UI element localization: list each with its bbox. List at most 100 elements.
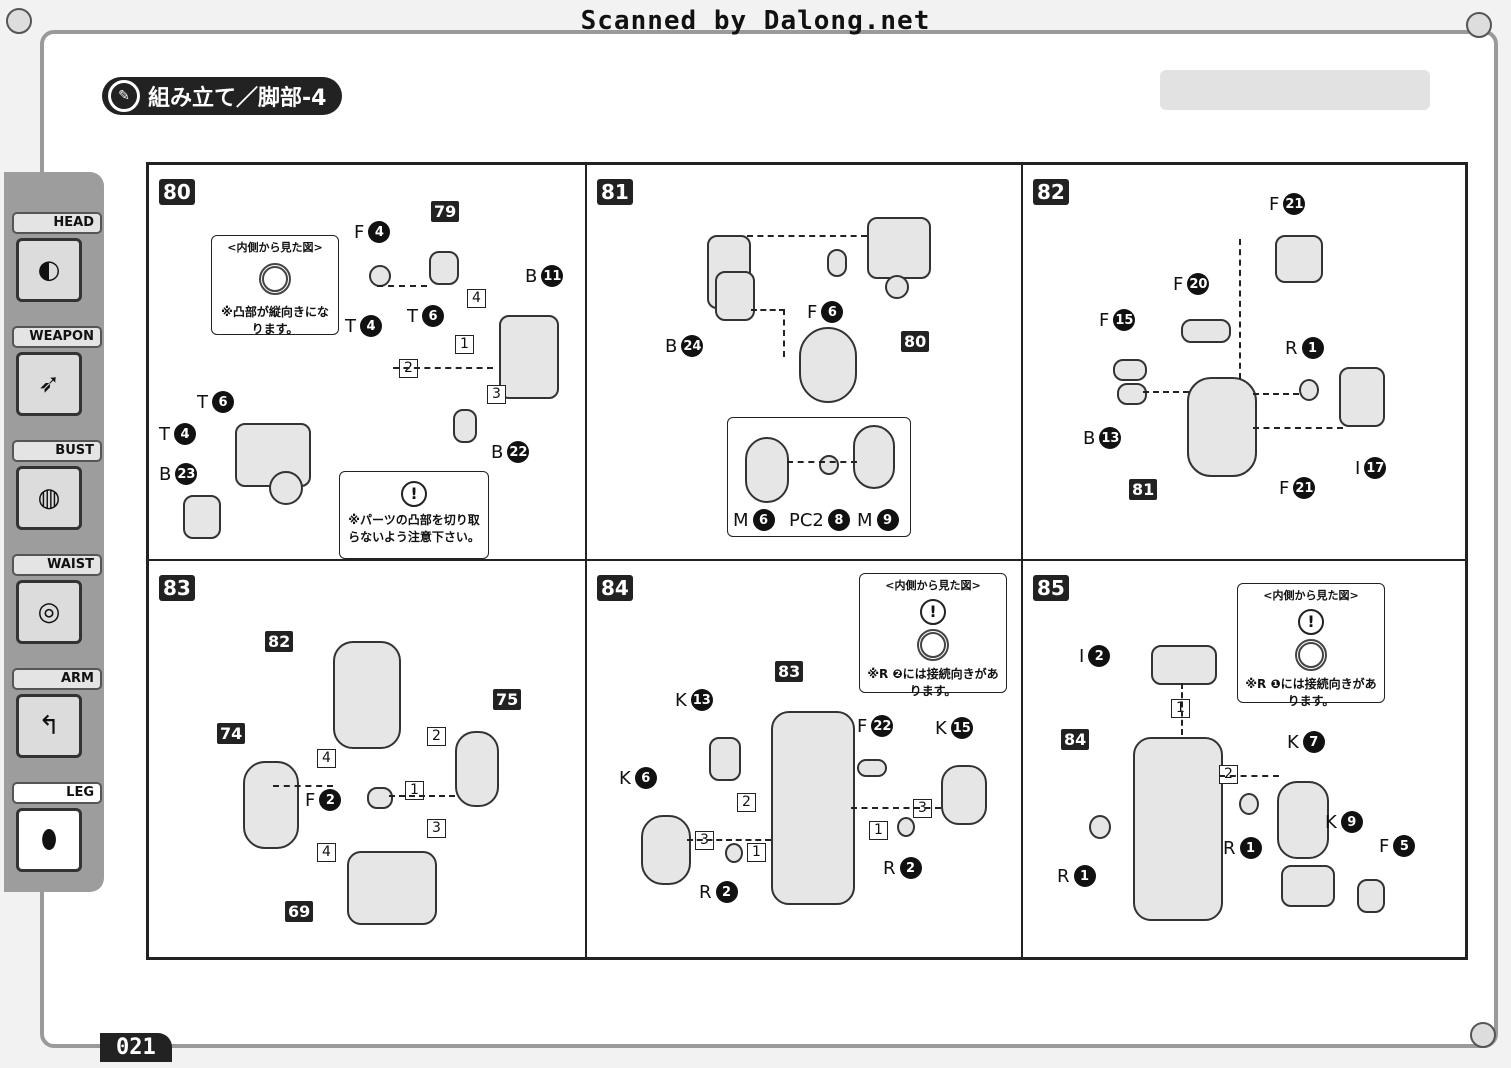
assembly-part (725, 843, 743, 863)
sidebar-item-weapon[interactable]: WEAPON ➶ (12, 326, 102, 416)
guide-line (751, 309, 785, 311)
page-title-badge: ✎ 組み立て／脚部-4 (102, 77, 343, 115)
assembly-part (455, 731, 499, 807)
ring-part-icon (917, 629, 949, 661)
scan-credit: Scanned by Dalong.net (580, 6, 931, 36)
callout-heading: <内側から見た図> (227, 241, 323, 254)
step-80: 80 <内側から見た図> ※凸部が縦向きになります。 ! ※パーツの凸部を切り取… (148, 164, 586, 560)
assembly-part (1089, 815, 1111, 839)
weapon-icon: ➶ (16, 352, 82, 416)
gear-disc-part (799, 327, 857, 403)
sequence-number: 1 (455, 335, 474, 354)
step-number: 81 (597, 179, 633, 205)
sidebar-item-bust[interactable]: BUST ◍ (12, 440, 102, 530)
inside-view-callout: <内側から見た図> ! ※R ❶には接続向きがあります。 (1237, 583, 1385, 708)
guide-line (1143, 391, 1189, 393)
sequence-number: 4 (317, 843, 336, 862)
sidebar-item-label: LEG (12, 782, 102, 804)
assembly-part (453, 409, 477, 443)
callout-note: ※R ❷には接続向きがあります。 (867, 667, 999, 698)
assembly-part (1187, 377, 1257, 477)
step-number: 80 (159, 179, 195, 205)
bleed-through-title (1160, 70, 1430, 110)
assembly-part (429, 251, 459, 285)
assembly-part (641, 815, 691, 885)
callout-heading: <内側から見た図> (885, 579, 981, 592)
sidebar-item-head[interactable]: HEAD ◐ (12, 212, 102, 302)
assembly-part (1117, 383, 1147, 405)
waist-icon: ◎ (16, 580, 82, 644)
guide-line (1239, 239, 1241, 379)
assembly-part (1239, 793, 1259, 815)
assembly-part (715, 271, 755, 321)
sidebar: HEAD ◐ WEAPON ➶ BUST ◍ WAIST ◎ ARM ↰ LEG… (4, 172, 104, 892)
guide-line (783, 309, 785, 357)
sidebar-item-label: ARM (12, 668, 102, 690)
inside-view-callout: <内側から見た図> ※凸部が縦向きになります。 (211, 235, 339, 336)
sequence-number: 3 (487, 385, 506, 404)
assembly-part (183, 495, 221, 539)
callout-note: ※凸部が縦向きになります。 (221, 305, 329, 336)
step-ref: 83 (775, 661, 804, 682)
sequence-number: 4 (317, 749, 336, 768)
assembly-part (771, 711, 855, 905)
sidebar-item-leg[interactable]: LEG ⬮ (12, 782, 102, 872)
guide-line (1219, 775, 1279, 777)
sidebar-item-waist[interactable]: WAIST ◎ (12, 554, 102, 644)
assembly-part (1299, 379, 1319, 401)
caution-callout: ! ※パーツの凸部を切り取らないよう注意下さい。 (339, 471, 489, 559)
guide-line (389, 795, 455, 797)
assembly-part (499, 315, 559, 399)
corner-screw-icon (1470, 1022, 1496, 1048)
guide-line (273, 785, 333, 787)
sequence-number: 1 (405, 781, 424, 800)
sequence-number: 2 (737, 793, 756, 812)
sidebar-item-arm[interactable]: ARM ↰ (12, 668, 102, 758)
ring-part-icon (259, 263, 291, 295)
page-title-bar: ✎ 組み立て／脚部-4 (102, 76, 343, 116)
sequence-number: 2 (427, 727, 446, 746)
guide-line (377, 285, 427, 287)
step-number: 84 (597, 575, 633, 601)
callout-heading: <内側から見た図> (1263, 589, 1359, 602)
step-ref: 74 (217, 723, 246, 744)
sequence-number: 1 (1171, 699, 1190, 718)
sequence-number: 3 (427, 819, 446, 838)
assembly-part (1339, 367, 1385, 427)
assembly-part (941, 765, 987, 825)
guide-line (1253, 393, 1299, 395)
inside-view-callout: <内側から見た図> ! ※R ❷には接続向きがあります。 (859, 573, 1007, 698)
assembly-part (709, 737, 741, 781)
page-title: 組み立て／脚部-4 (148, 86, 327, 111)
sidebar-item-label: WAIST (12, 554, 102, 576)
assembly-part (1275, 235, 1323, 283)
caution-icon: ! (920, 599, 946, 625)
callout-note: ※パーツの凸部を切り取らないよう注意下さい。 (348, 513, 480, 544)
caution-icon: ! (401, 481, 427, 507)
callout-note: ※R ❶には接続向きがあります。 (1245, 677, 1377, 708)
